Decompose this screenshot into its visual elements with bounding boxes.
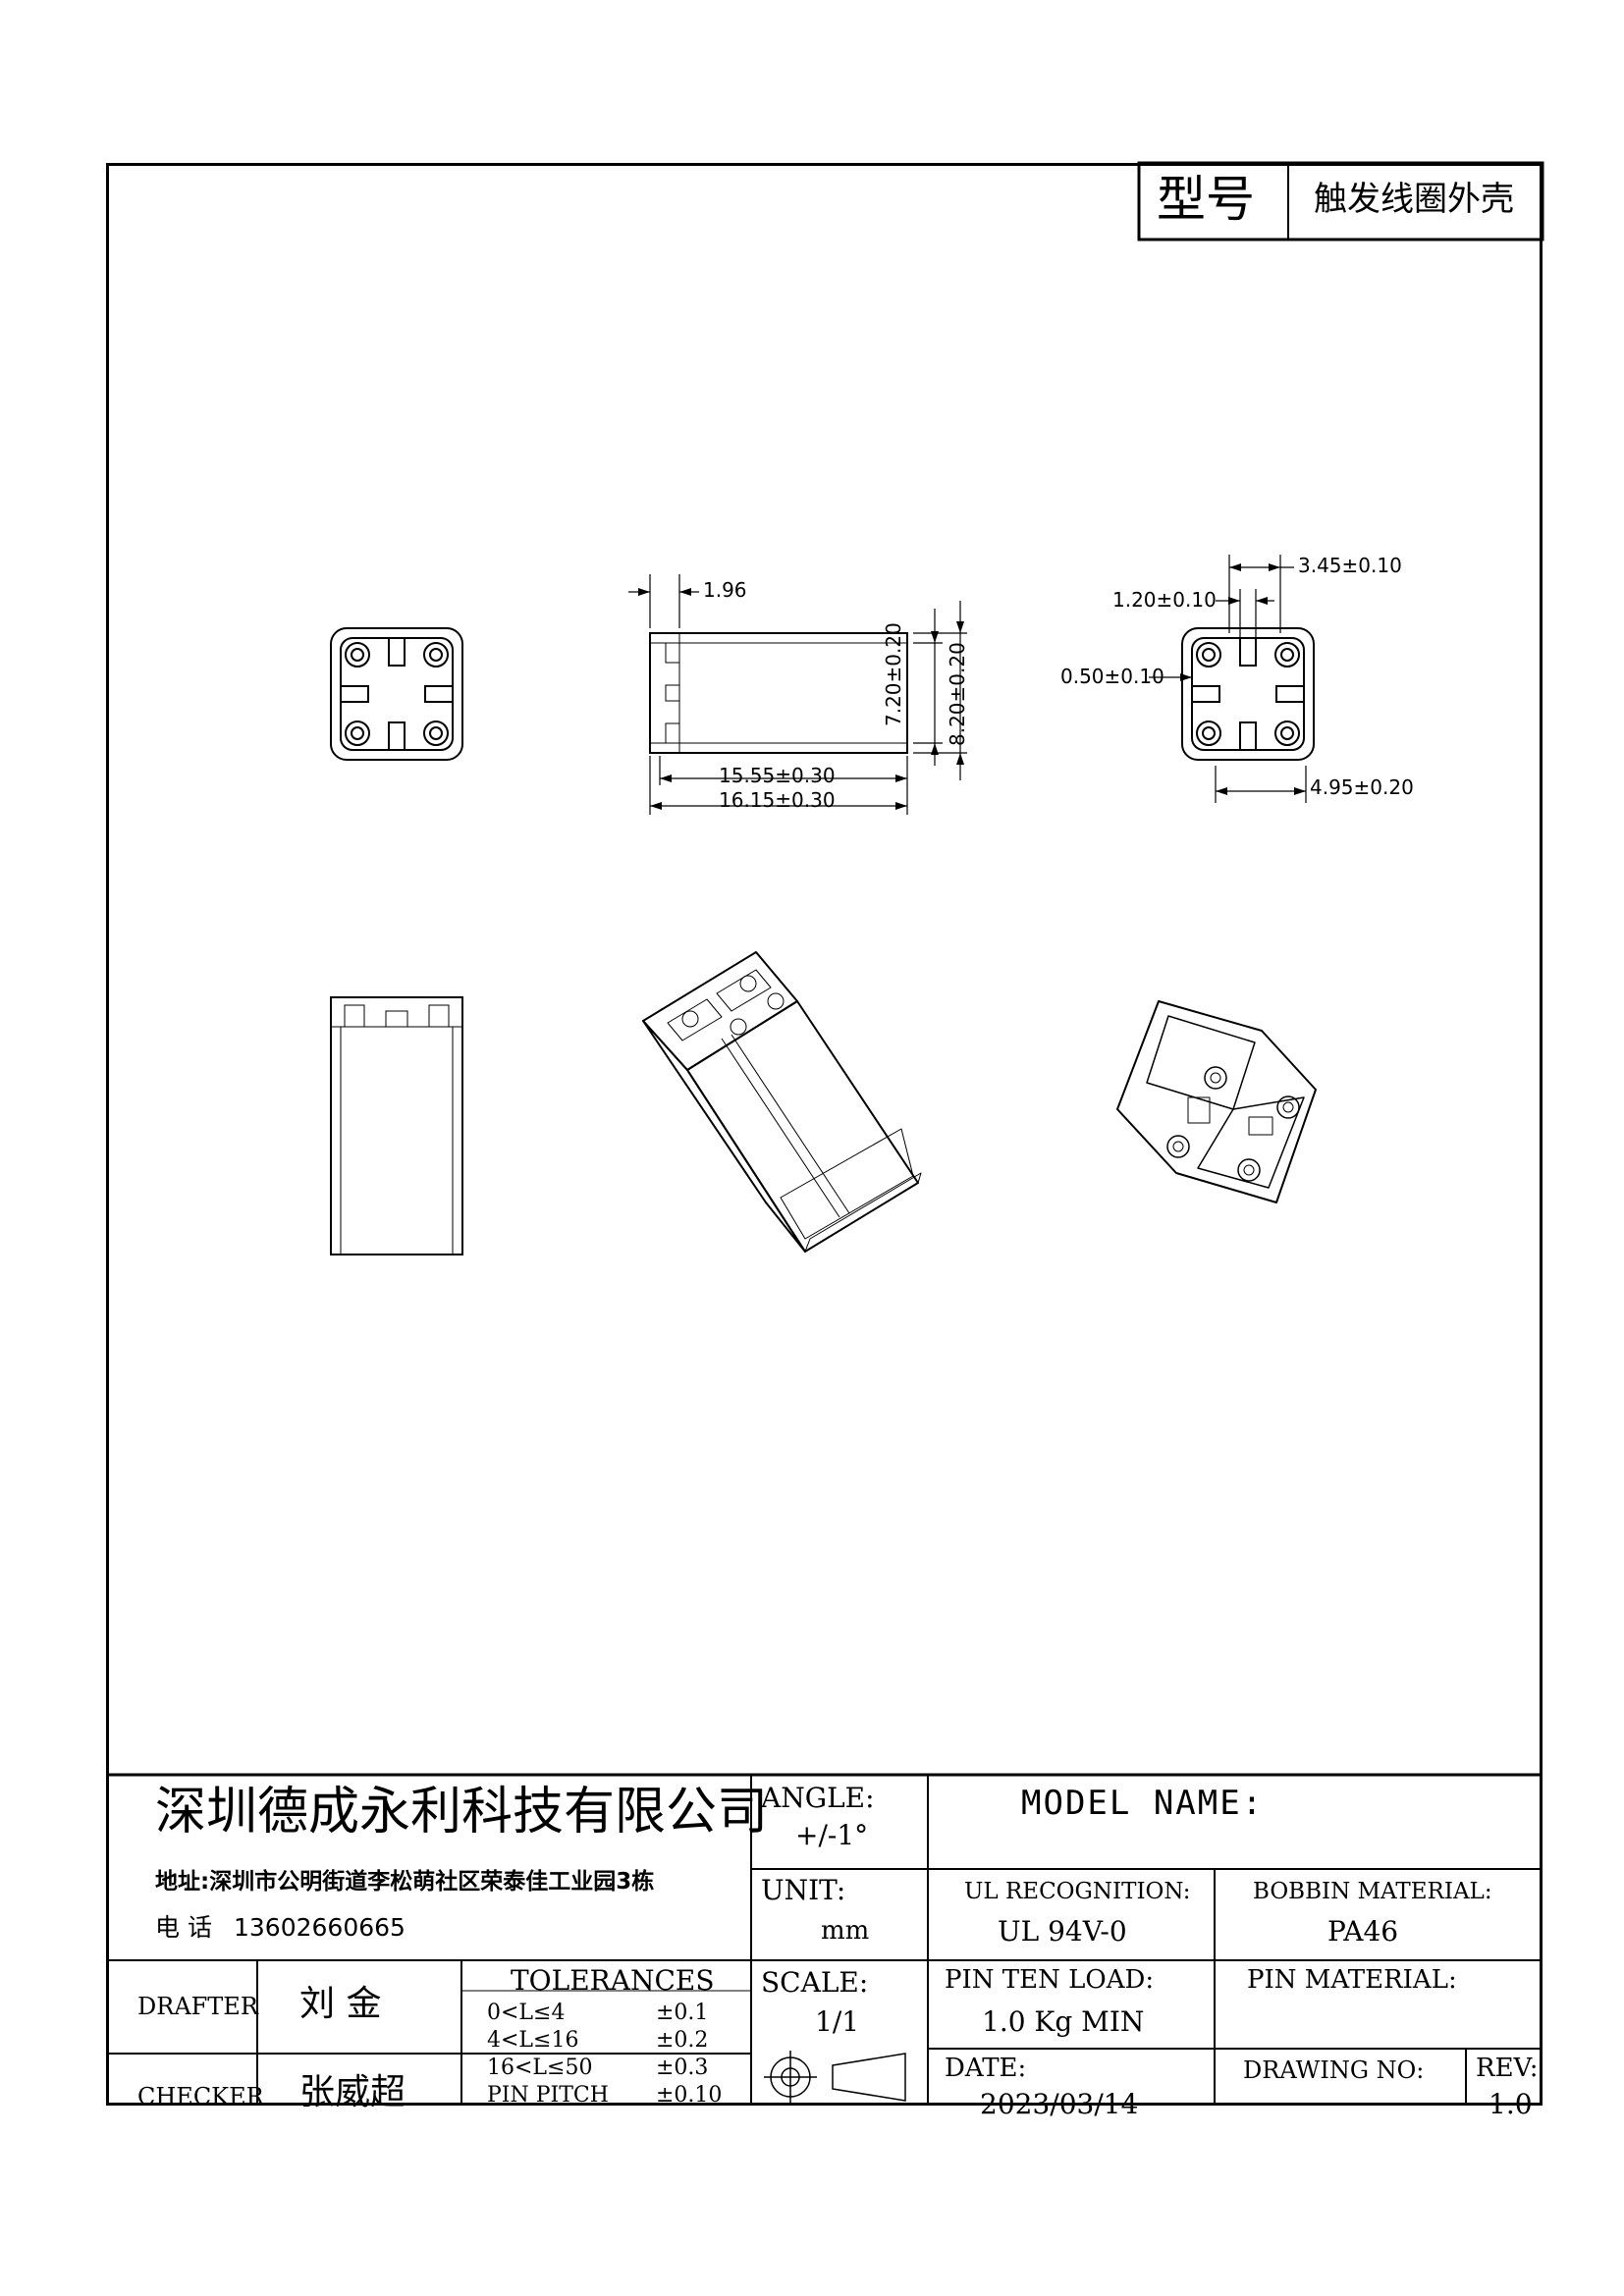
isometric-view-a xyxy=(642,951,922,1253)
scale-value: 1/1 xyxy=(815,2005,860,2038)
phone-number: 13602660665 xyxy=(234,1913,406,1942)
angle-label: ANGLE: xyxy=(761,1782,875,1814)
model-name-label: MODEL NAME: xyxy=(1021,1784,1265,1823)
dim-0-50: 0.50±0.10 xyxy=(1060,665,1164,688)
dim-7-20: 7.20±0.20 xyxy=(882,622,905,726)
scale-label: SCALE: xyxy=(761,1966,869,1999)
isometric-view-b xyxy=(1116,1000,1317,1203)
dim-15-55: 15.55±0.30 xyxy=(719,764,836,787)
end-view-left xyxy=(330,627,463,761)
ul-recognition-value: UL 94V-0 xyxy=(998,1915,1127,1948)
tolerance-range: 4<L≤16 xyxy=(487,2028,579,2053)
model-header-box xyxy=(1137,161,1544,241)
ul-recognition-label: UL RECOGNITION: xyxy=(964,1879,1191,1904)
model-label: 型号 xyxy=(1157,171,1255,228)
end-view-right-dimensions xyxy=(1149,555,1307,803)
dim-1-20: 1.20±0.10 xyxy=(1112,588,1217,612)
tolerances-title: TOLERANCES xyxy=(511,1964,715,1997)
dim-8-20: 8.20±0.20 xyxy=(946,642,969,746)
pin-ten-load-value: 1.0 Kg MIN xyxy=(982,2005,1145,2038)
drawing-no-label: DRAWING NO: xyxy=(1243,2056,1425,2084)
tolerance-value: ±0.10 xyxy=(656,2083,723,2108)
dim-4-95: 4.95±0.20 xyxy=(1310,775,1414,799)
tolerance-value: ±0.2 xyxy=(656,2028,709,2053)
tolerance-range: 16<L≤50 xyxy=(487,2056,593,2080)
tolerance-range: PIN PITCH xyxy=(487,2083,609,2108)
side-view xyxy=(649,632,908,754)
angle-value: +/-1° xyxy=(795,1819,869,1851)
end-view-right xyxy=(1181,627,1315,761)
pin-material-label: PIN MATERIAL: xyxy=(1247,1965,1457,1995)
date-label: DATE: xyxy=(945,2054,1027,2083)
rev-label: REV: xyxy=(1476,2054,1539,2083)
rev-value: 1.0 xyxy=(1489,2088,1533,2120)
model-value: 触发线圈外壳 xyxy=(1314,180,1514,219)
unit-value: mm xyxy=(821,1916,870,1946)
dimension-arrowheads xyxy=(638,588,964,810)
company-name: 深圳德成永利科技有限公司 xyxy=(155,1783,769,1842)
checker-name: 张威超 xyxy=(299,2072,406,2112)
drafter-name: 刘 金 xyxy=(299,1984,382,2024)
company-address: 地址:深圳市公明街道李松萌社区荣泰佳工业园3栋 xyxy=(155,1869,655,1895)
tolerance-value: ±0.3 xyxy=(656,2056,709,2080)
bobbin-material-value: PA46 xyxy=(1327,1915,1399,1948)
pin-ten-load-label: PIN TEN LOAD: xyxy=(945,1965,1155,1995)
title-block-grid xyxy=(106,1773,1543,2106)
dim-1-96: 1.96 xyxy=(703,578,747,602)
drawing-frame xyxy=(106,163,1543,2106)
drafter-label: DRAFTER xyxy=(137,1993,258,2020)
dim-3-45: 3.45±0.10 xyxy=(1298,554,1402,577)
tolerance-value: ±0.1 xyxy=(656,2001,709,2025)
tolerance-range: 0<L≤4 xyxy=(487,2001,566,2025)
unit-label: UNIT: xyxy=(761,1874,846,1906)
front-view xyxy=(330,996,463,1255)
checker-label: CHECKER xyxy=(137,2083,264,2110)
side-view-dimensions xyxy=(628,574,967,815)
date-value: 2023/03/14 xyxy=(980,2088,1139,2120)
bobbin-material-label: BOBBIN MATERIAL: xyxy=(1253,1879,1492,1904)
projection-symbol-icon xyxy=(764,2051,906,2104)
dim-16-15: 16.15±0.30 xyxy=(719,788,836,812)
phone-label: 电 话 xyxy=(155,1913,212,1942)
